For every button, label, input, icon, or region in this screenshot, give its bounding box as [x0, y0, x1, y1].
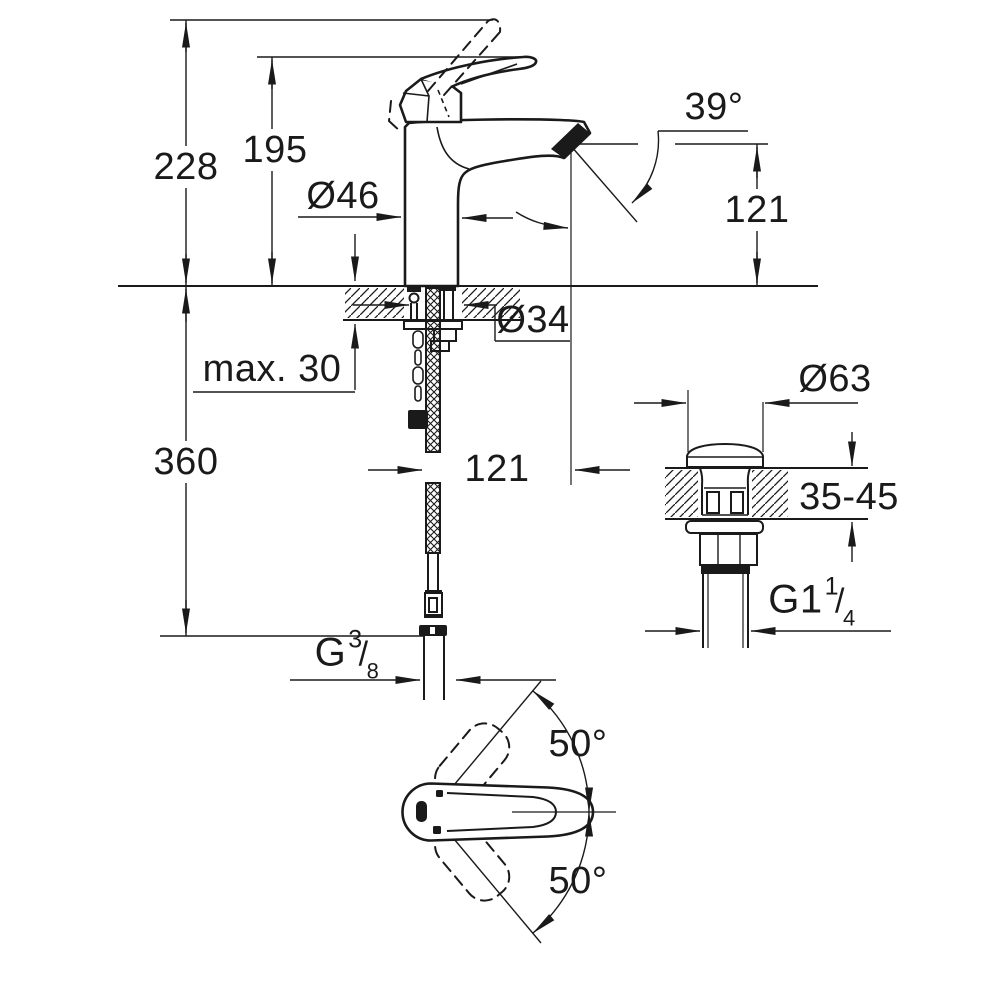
supply-thread-denominator: 8 [366, 658, 380, 684]
supply-thread-prefix: G [314, 630, 347, 675]
dim-waste-cap-diameter-label: Ø63 [798, 358, 872, 400]
dim-overall-height-label: 228 [149, 146, 223, 188]
reference-lines [160, 19, 768, 637]
dim-hose-length-label: 360 [149, 441, 223, 483]
dim-body-diameter-label: Ø46 [306, 175, 380, 217]
spout-outlet [551, 123, 591, 159]
dim-hole-diameter-label: Ø34 [496, 299, 570, 341]
waste-thread-prefix: G1 [768, 577, 823, 622]
waste-body [685, 467, 764, 648]
waste-valve-detail-view [634, 390, 891, 648]
dim-spout-height-label: 121 [720, 189, 794, 231]
waste-thread-denominator: 4 [842, 605, 856, 631]
dim-swing-lower-label: 50° [548, 860, 608, 902]
dim-waste-thread-label: G11/4 [768, 574, 855, 629]
swing-line-lower [448, 832, 542, 944]
supply-thread-numerator: 3 [348, 625, 363, 654]
swing-arc-lower [532, 811, 594, 934]
waste-thread-numerator: 1 [824, 572, 840, 601]
swing-arc-upper [532, 690, 594, 813]
handle-rotated-lower [434, 820, 511, 902]
spout-angle-arc [631, 130, 660, 204]
pull-rod-chain [408, 330, 428, 429]
supply-thread-slash: / [358, 635, 369, 674]
main-elevation-view [118, 18, 818, 700]
dim-waste-deck-range-label: 35-45 [799, 476, 899, 518]
faucet-body [403, 118, 592, 288]
waste-cap [686, 442, 764, 468]
dim-max-deck-label: max. 30 [202, 348, 342, 390]
handle-top-view [401, 680, 616, 944]
waste-dimension-lines [634, 390, 891, 635]
dim-swing-upper-label: 50° [548, 723, 608, 765]
dim-handle-height-label: 195 [238, 129, 312, 171]
supply-hose [419, 287, 447, 700]
dim-spout-angle-label: 39° [684, 86, 744, 128]
faucet-handle [398, 55, 538, 124]
waste-thread-slash: / [835, 582, 845, 621]
dim-spout-reach-label: 121 [464, 448, 530, 490]
swing-line-upper [448, 680, 542, 792]
dim-supply-thread-label: G3/8 [314, 627, 380, 682]
handle-rotated-upper [434, 722, 511, 804]
